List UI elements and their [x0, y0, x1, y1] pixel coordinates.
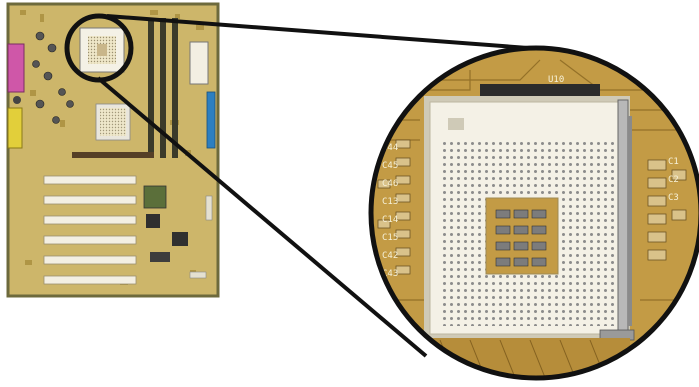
label-c45: C45 [382, 161, 398, 171]
label-c14: C14 [382, 215, 398, 225]
label-c15: C15 [382, 233, 398, 243]
serial-port [7, 107, 23, 149]
label-c13: C13 [382, 197, 398, 207]
label-c43: C43 [382, 269, 398, 279]
port-connector [13, 96, 21, 104]
label-u10: U10 [548, 75, 564, 85]
smd-components-right [647, 159, 687, 261]
capacitors-small [32, 31, 74, 124]
label-c3: C3 [668, 193, 679, 203]
label-c42: C42 [382, 251, 398, 261]
power-connector [189, 41, 209, 85]
parallel-port [7, 43, 25, 93]
smd-components-left [377, 139, 411, 275]
label-c46: C46 [382, 179, 398, 189]
callout-zoom-circle [368, 45, 699, 381]
top-connector [480, 84, 600, 96]
callout-line-top [106, 14, 529, 50]
cavity-capacitors [495, 209, 547, 267]
south-bridge [143, 185, 188, 262]
mini-cpu-socket [79, 27, 125, 73]
silkscreen-labels: U10 C44 C45 C46 C13 C14 C15 C42 C43 C1 C… [382, 75, 679, 279]
headers [189, 195, 213, 279]
label-c1: C1 [668, 157, 679, 167]
ram-slots [148, 18, 178, 158]
pci-slots [43, 175, 137, 285]
cpu-socket [424, 96, 630, 338]
agp-slot [72, 152, 154, 158]
io-ports [7, 43, 25, 149]
north-bridge [95, 103, 131, 141]
ide-slot-blue [206, 91, 216, 149]
zoomed-socket-view: U10 C44 C45 C46 C13 C14 C15 C42 C43 C1 C… [371, 48, 699, 378]
callout-line-bottom [96, 76, 428, 358]
label-c44: C44 [382, 143, 398, 153]
label-c2: C2 [668, 175, 679, 185]
